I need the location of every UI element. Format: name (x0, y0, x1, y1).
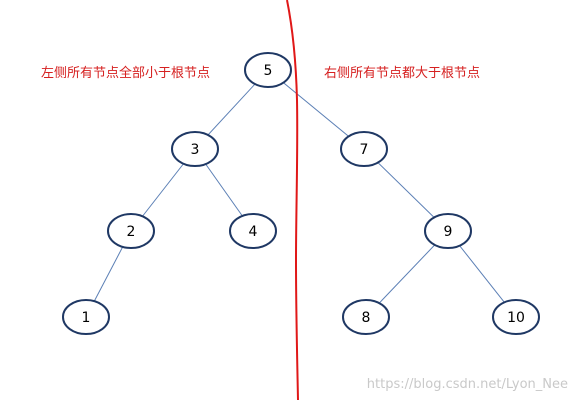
node-label-7: 7 (360, 142, 369, 158)
node-ellipse-1 (62, 299, 110, 335)
tree-node-1: 1 (62, 299, 110, 335)
node-ellipse-7 (340, 131, 388, 167)
node-label-5: 5 (264, 63, 273, 79)
node-ellipse-4 (229, 213, 277, 249)
red-divider-line (286, 0, 299, 400)
node-ellipse-5 (244, 52, 292, 88)
tree-node-2: 2 (107, 213, 155, 249)
node-label-1: 1 (82, 310, 91, 326)
node-ellipse-9 (424, 213, 472, 249)
tree-node-10: 10 (492, 299, 540, 335)
node-ellipse-10 (492, 299, 540, 335)
tree-node-8: 8 (342, 299, 390, 335)
node-label-9: 9 (444, 224, 453, 240)
node-label-4: 4 (249, 224, 258, 240)
node-label-2: 2 (127, 224, 136, 240)
tree-edges (85, 69, 517, 318)
tree-node-4: 4 (229, 213, 277, 249)
tree-nodes: 5 3 7 2 4 9 1 8 10 (62, 52, 540, 335)
right-annotation: 右侧所有节点都大于根节点 (324, 66, 480, 81)
watermark-text: https://blog.csdn.net/Lyon_Nee (367, 377, 568, 392)
left-annotation: 左侧所有节点全部小于根节点 (41, 65, 210, 81)
node-label-10: 10 (507, 310, 525, 326)
tree-node-5: 5 (244, 52, 292, 88)
node-ellipse-3 (171, 131, 219, 167)
node-label-8: 8 (362, 310, 371, 326)
node-label-3: 3 (191, 142, 200, 158)
tree-node-3: 3 (171, 131, 219, 167)
node-ellipse-8 (342, 299, 390, 335)
node-ellipse-2 (107, 213, 155, 249)
tree-node-9: 9 (424, 213, 472, 249)
tree-node-7: 7 (340, 131, 388, 167)
